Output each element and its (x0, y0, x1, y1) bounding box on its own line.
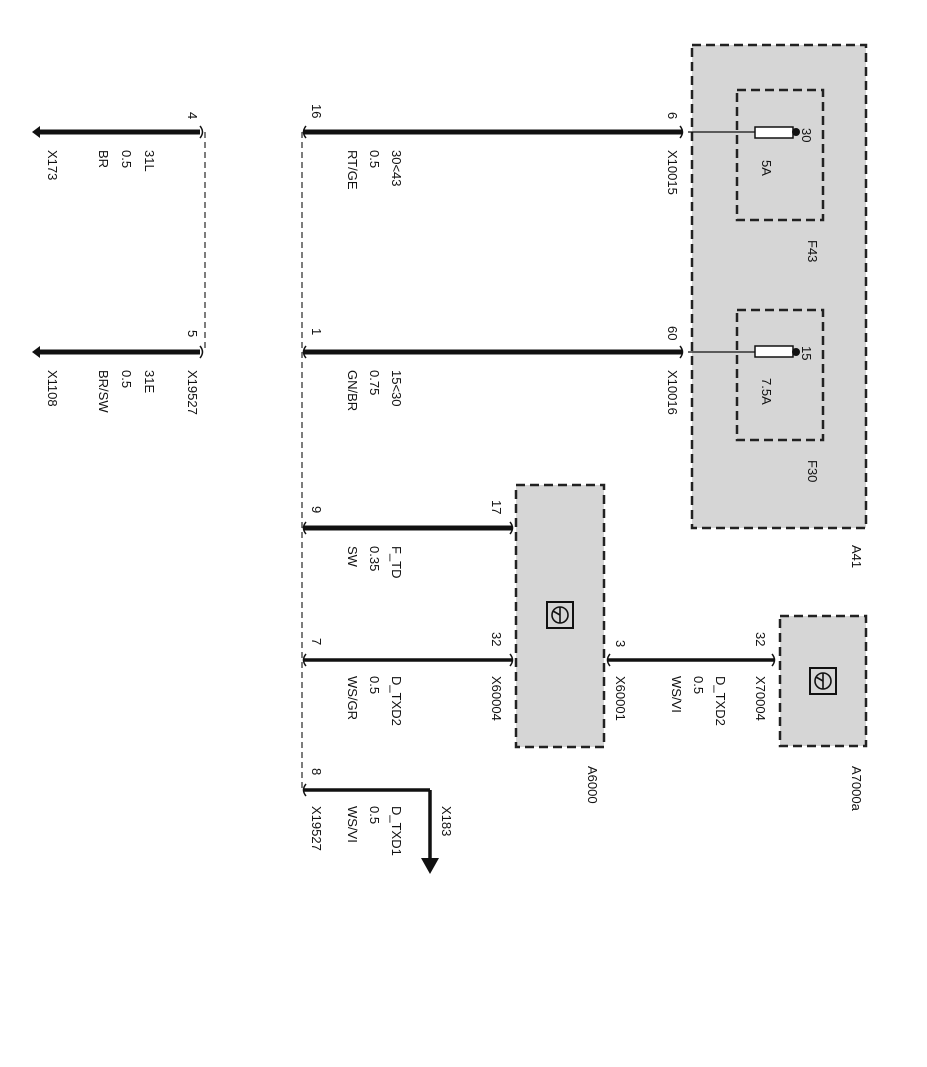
module-a41-label: A41 (849, 545, 864, 568)
x10016-label: X10016 (665, 370, 680, 415)
wire-7 (302, 653, 514, 667)
fuse-f30-terminal: 15 (799, 346, 814, 360)
wire-9-size: 0.35 (367, 546, 382, 571)
wire-1-size: 0.75 (367, 370, 382, 395)
pin-7: 7 (309, 638, 324, 645)
x1108-size: 0.5 (119, 370, 134, 388)
pin-32-a7000: 32 (753, 632, 768, 646)
pin-3: 3 (613, 640, 628, 647)
wire-8-color: WS/VI (345, 806, 360, 843)
wire-a7000-size: 0.5 (691, 676, 706, 694)
pin-1: 1 (309, 328, 324, 335)
x19527-left-name: X19527 (185, 370, 200, 415)
gateway-symbol-icon (809, 667, 837, 695)
wire-9-color: SW (345, 546, 360, 568)
pin-32-a6000: 32 (489, 632, 504, 646)
wire-16 (302, 125, 684, 139)
x1108-signal: 31E (142, 370, 157, 393)
wire-16-signal: 30<43 (389, 150, 404, 187)
module-a41-box (690, 43, 868, 530)
x173-name: X173 (45, 150, 60, 180)
wire-8-signal: D_TXD1 (389, 806, 404, 856)
fuse-f30-rating: 7.5A (759, 378, 774, 405)
pin-6: 6 (665, 112, 680, 119)
pin-5: 5 (185, 330, 200, 337)
x1108-color: BR/SW (96, 370, 111, 413)
x183-label: X183 (439, 806, 454, 836)
ground-terminal-icon (32, 346, 40, 358)
wire-1 (302, 345, 684, 359)
wire-7-signal: D_TXD2 (389, 676, 404, 726)
x173-size: 0.5 (119, 150, 134, 168)
fuse-f43-terminal: 30 (799, 128, 814, 142)
pin-16: 16 (309, 104, 324, 118)
arrow-down-icon (421, 858, 439, 874)
x173-signal: 31L (142, 150, 157, 172)
x60001-label: X60001 (613, 676, 628, 721)
fuse-f30-name: F30 (805, 460, 820, 482)
wire-x173 (32, 125, 204, 139)
x10015-label: X10015 (665, 150, 680, 195)
wire-1-signal: 15<30 (389, 370, 404, 407)
ground-terminal-icon (32, 126, 40, 138)
wire-a7000-color: WS/VI (669, 676, 684, 713)
module-a6000-label: A6000 (585, 766, 600, 804)
wire-9-signal: F_TD (389, 546, 404, 579)
x60004-label: X60004 (489, 676, 504, 721)
pin-60: 60 (665, 326, 680, 340)
fuse-f30-element (688, 345, 800, 358)
wire-a7000-signal: D_TXD2 (713, 676, 728, 726)
wire-7-size: 0.5 (367, 676, 382, 694)
wire-x1108 (32, 345, 204, 359)
fuse-f43-element (688, 126, 800, 139)
fuse-f30-box (735, 308, 825, 442)
module-a7000a-label: A7000a (849, 766, 864, 812)
wire-7-color: WS/GR (345, 676, 360, 720)
x19527-label: X19527 (309, 806, 324, 851)
fuse-f43-rating: 5A (759, 160, 774, 176)
wire-a7000 (606, 653, 776, 667)
fuse-f43-name: F43 (805, 240, 820, 262)
pin-9: 9 (309, 506, 324, 513)
fuse-f43-box (735, 88, 825, 222)
wire-16-color: RT/GE (345, 150, 360, 190)
pin-8: 8 (309, 768, 324, 775)
gateway-symbol-icon (546, 601, 574, 629)
x70004-label: X70004 (753, 676, 768, 721)
wire-8-size: 0.5 (367, 806, 382, 824)
pin-17: 17 (489, 500, 504, 514)
x1108-name: X1108 (45, 370, 60, 407)
wire-1-color: GN/BR (345, 370, 360, 411)
wire-16-size: 0.5 (367, 150, 382, 168)
wire-8 (302, 783, 439, 874)
pin-4: 4 (185, 112, 200, 119)
x173-color: BR (96, 150, 111, 168)
wire-9 (302, 521, 514, 535)
